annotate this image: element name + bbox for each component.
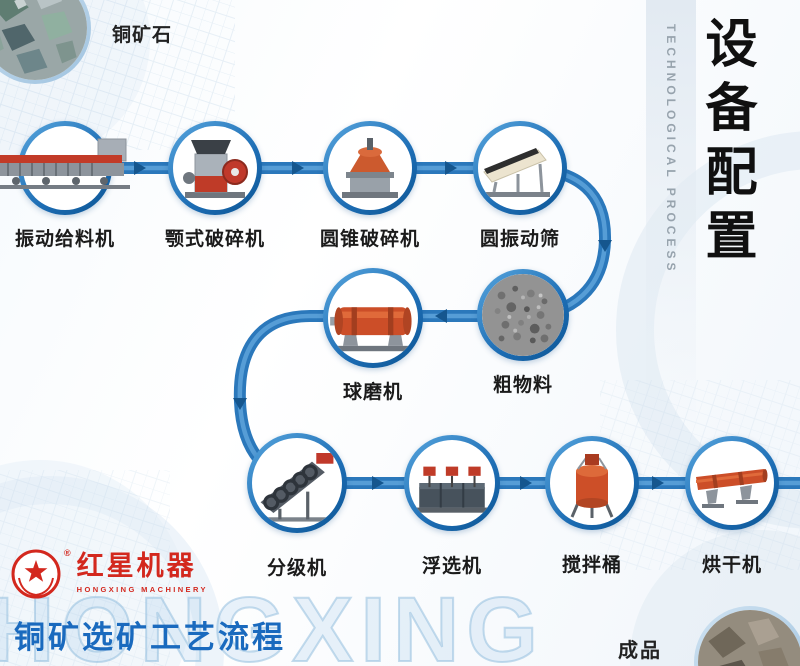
flow-node-dryer: 烘干机 (685, 436, 779, 576)
flow-node-coarse-material: 粗物料 (477, 269, 569, 396)
node-label: 圆锥破碎机 (319, 229, 421, 250)
brand-subtitle: HONGXING MACHINERY (76, 584, 208, 594)
cone-crusher-illustration (342, 138, 398, 198)
flow-node-feeder: 振动给料机 (0, 121, 130, 250)
flow-node-classifier: 分级机 (247, 433, 347, 579)
node-label: 烘干机 (701, 555, 763, 576)
finished-product-photo (694, 606, 800, 666)
node-label: 分级机 (266, 558, 328, 579)
hongxing-watermark: HONGXING (0, 578, 545, 666)
node-label: 球磨机 (342, 382, 404, 403)
flow-arrows (134, 161, 664, 490)
registered-mark: ® (64, 548, 71, 558)
flow-node-flotation-machine: 浮选机 (404, 435, 500, 577)
coarse-material-illustration (482, 274, 564, 356)
flow-node-ball-mill: 球磨机 (323, 268, 423, 403)
ore-label: 铜矿石 (112, 25, 173, 46)
hongxing-logo: ® 红星机器 HONGXING MACHINERY (10, 548, 208, 600)
flow-node-mixing-barrel: 搅拌桶 (545, 436, 639, 576)
node-label: 搅拌桶 (561, 555, 623, 576)
jaw-crusher-illustration (183, 140, 248, 198)
red-star-emblem-icon (11, 549, 61, 599)
equipment-configuration-title: 设备配置 (696, 16, 757, 272)
brand-name: 红星机器 (76, 551, 197, 581)
ball-mill-illustration (330, 307, 412, 352)
process-flow-title: 铜矿选矿工艺流程 (14, 620, 286, 655)
spiral-classifier-illustration (260, 453, 334, 522)
vibrating-screen-illustration (483, 148, 550, 197)
mixing-barrel-illustration (570, 454, 614, 518)
node-label: 圆振动筛 (479, 229, 561, 250)
node-label: 振动给料机 (14, 229, 116, 250)
node-label: 粗物料 (492, 375, 554, 396)
vibrating-feeder-illustration (0, 138, 130, 189)
product-rocks-illustration (698, 610, 800, 666)
flow-node-vibrating-screen: 圆振动筛 (473, 121, 567, 250)
technological-process-caption: TECHNOLOGICAL PROCESS (664, 24, 678, 275)
ore-rocks-illustration (0, 0, 87, 80)
node-label: 浮选机 (421, 556, 483, 577)
flow-node-cone-crusher: 圆锥破碎机 (320, 121, 419, 250)
flow-node-jaw-crusher: 颚式破碎机 (165, 121, 264, 250)
product-label: 成品 (618, 640, 662, 662)
flotation-machine-illustration (415, 466, 489, 513)
right-side-band (646, 0, 696, 430)
node-label: 颚式破碎机 (164, 229, 266, 250)
rotary-dryer-illustration (696, 469, 768, 508)
